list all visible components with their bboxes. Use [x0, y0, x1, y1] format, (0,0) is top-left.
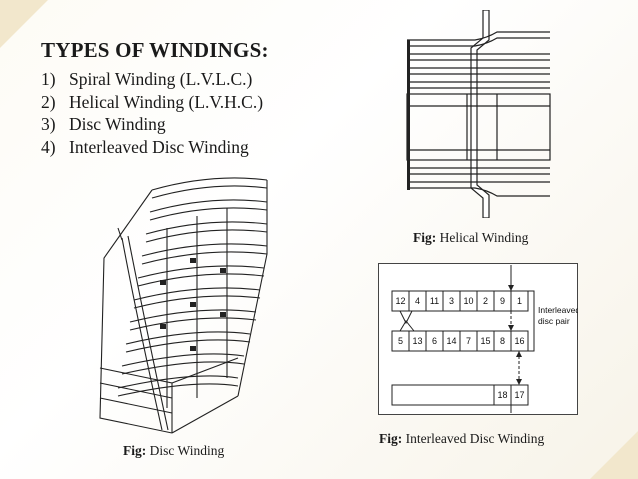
cell-mid-1: 5: [398, 336, 403, 346]
interleaved-pair-label-line1: Interleaved: [538, 305, 578, 315]
cell-top-3: 11: [430, 296, 439, 306]
winding-types-list: 1)Spiral Winding (L.V.L.C.) 2)Helical Wi…: [41, 68, 263, 158]
cell-mid-8: 16: [514, 336, 524, 346]
interleaved-pair-label-line2: disc pair: [538, 316, 570, 326]
cell-top-6: 2: [483, 296, 488, 306]
cell-mid-6: 15: [480, 336, 490, 346]
disc-winding-figure: [99, 177, 268, 434]
slide-title: TYPES OF WINDINGS:: [41, 38, 269, 62]
cell-bottom-2: 17: [514, 390, 524, 400]
list-item: 2)Helical Winding (L.V.H.C.): [41, 91, 264, 112]
interleaved-disc-winding-figure: 12 4 11 3 10 2 9 1 5 13 6 14 7 15 8 16 1…: [378, 263, 578, 415]
cell-top-4: 3: [449, 296, 454, 306]
interleaved-disc-winding-caption: Fig: Interleaved Disc Winding: [379, 431, 545, 446]
list-item: 4)Interleaved Disc Winding: [41, 136, 249, 157]
cell-mid-5: 7: [466, 336, 471, 346]
cell-top-2: 4: [415, 296, 420, 306]
cell-mid-2: 13: [412, 336, 422, 346]
cell-mid-3: 6: [432, 336, 437, 346]
cell-top-8: 1: [517, 296, 522, 306]
corner-decoration-bottom-right: [590, 431, 638, 479]
list-item: 1)Spiral Winding (L.V.L.C.): [41, 69, 253, 89]
cell-bottom-1: 18: [497, 390, 507, 400]
helical-winding-figure: [406, 10, 551, 218]
corner-decoration-top-left: [0, 0, 48, 48]
cell-top-1: 12: [395, 296, 405, 306]
cell-mid-4: 14: [446, 336, 456, 346]
disc-winding-caption: Fig: Disc Winding: [123, 443, 225, 458]
cell-top-5: 10: [463, 296, 473, 306]
cell-mid-7: 8: [500, 336, 505, 346]
cell-top-7: 9: [500, 296, 505, 306]
list-item: 3)Disc Winding: [41, 114, 166, 134]
helical-winding-caption: Fig: Helical Winding: [413, 230, 529, 245]
